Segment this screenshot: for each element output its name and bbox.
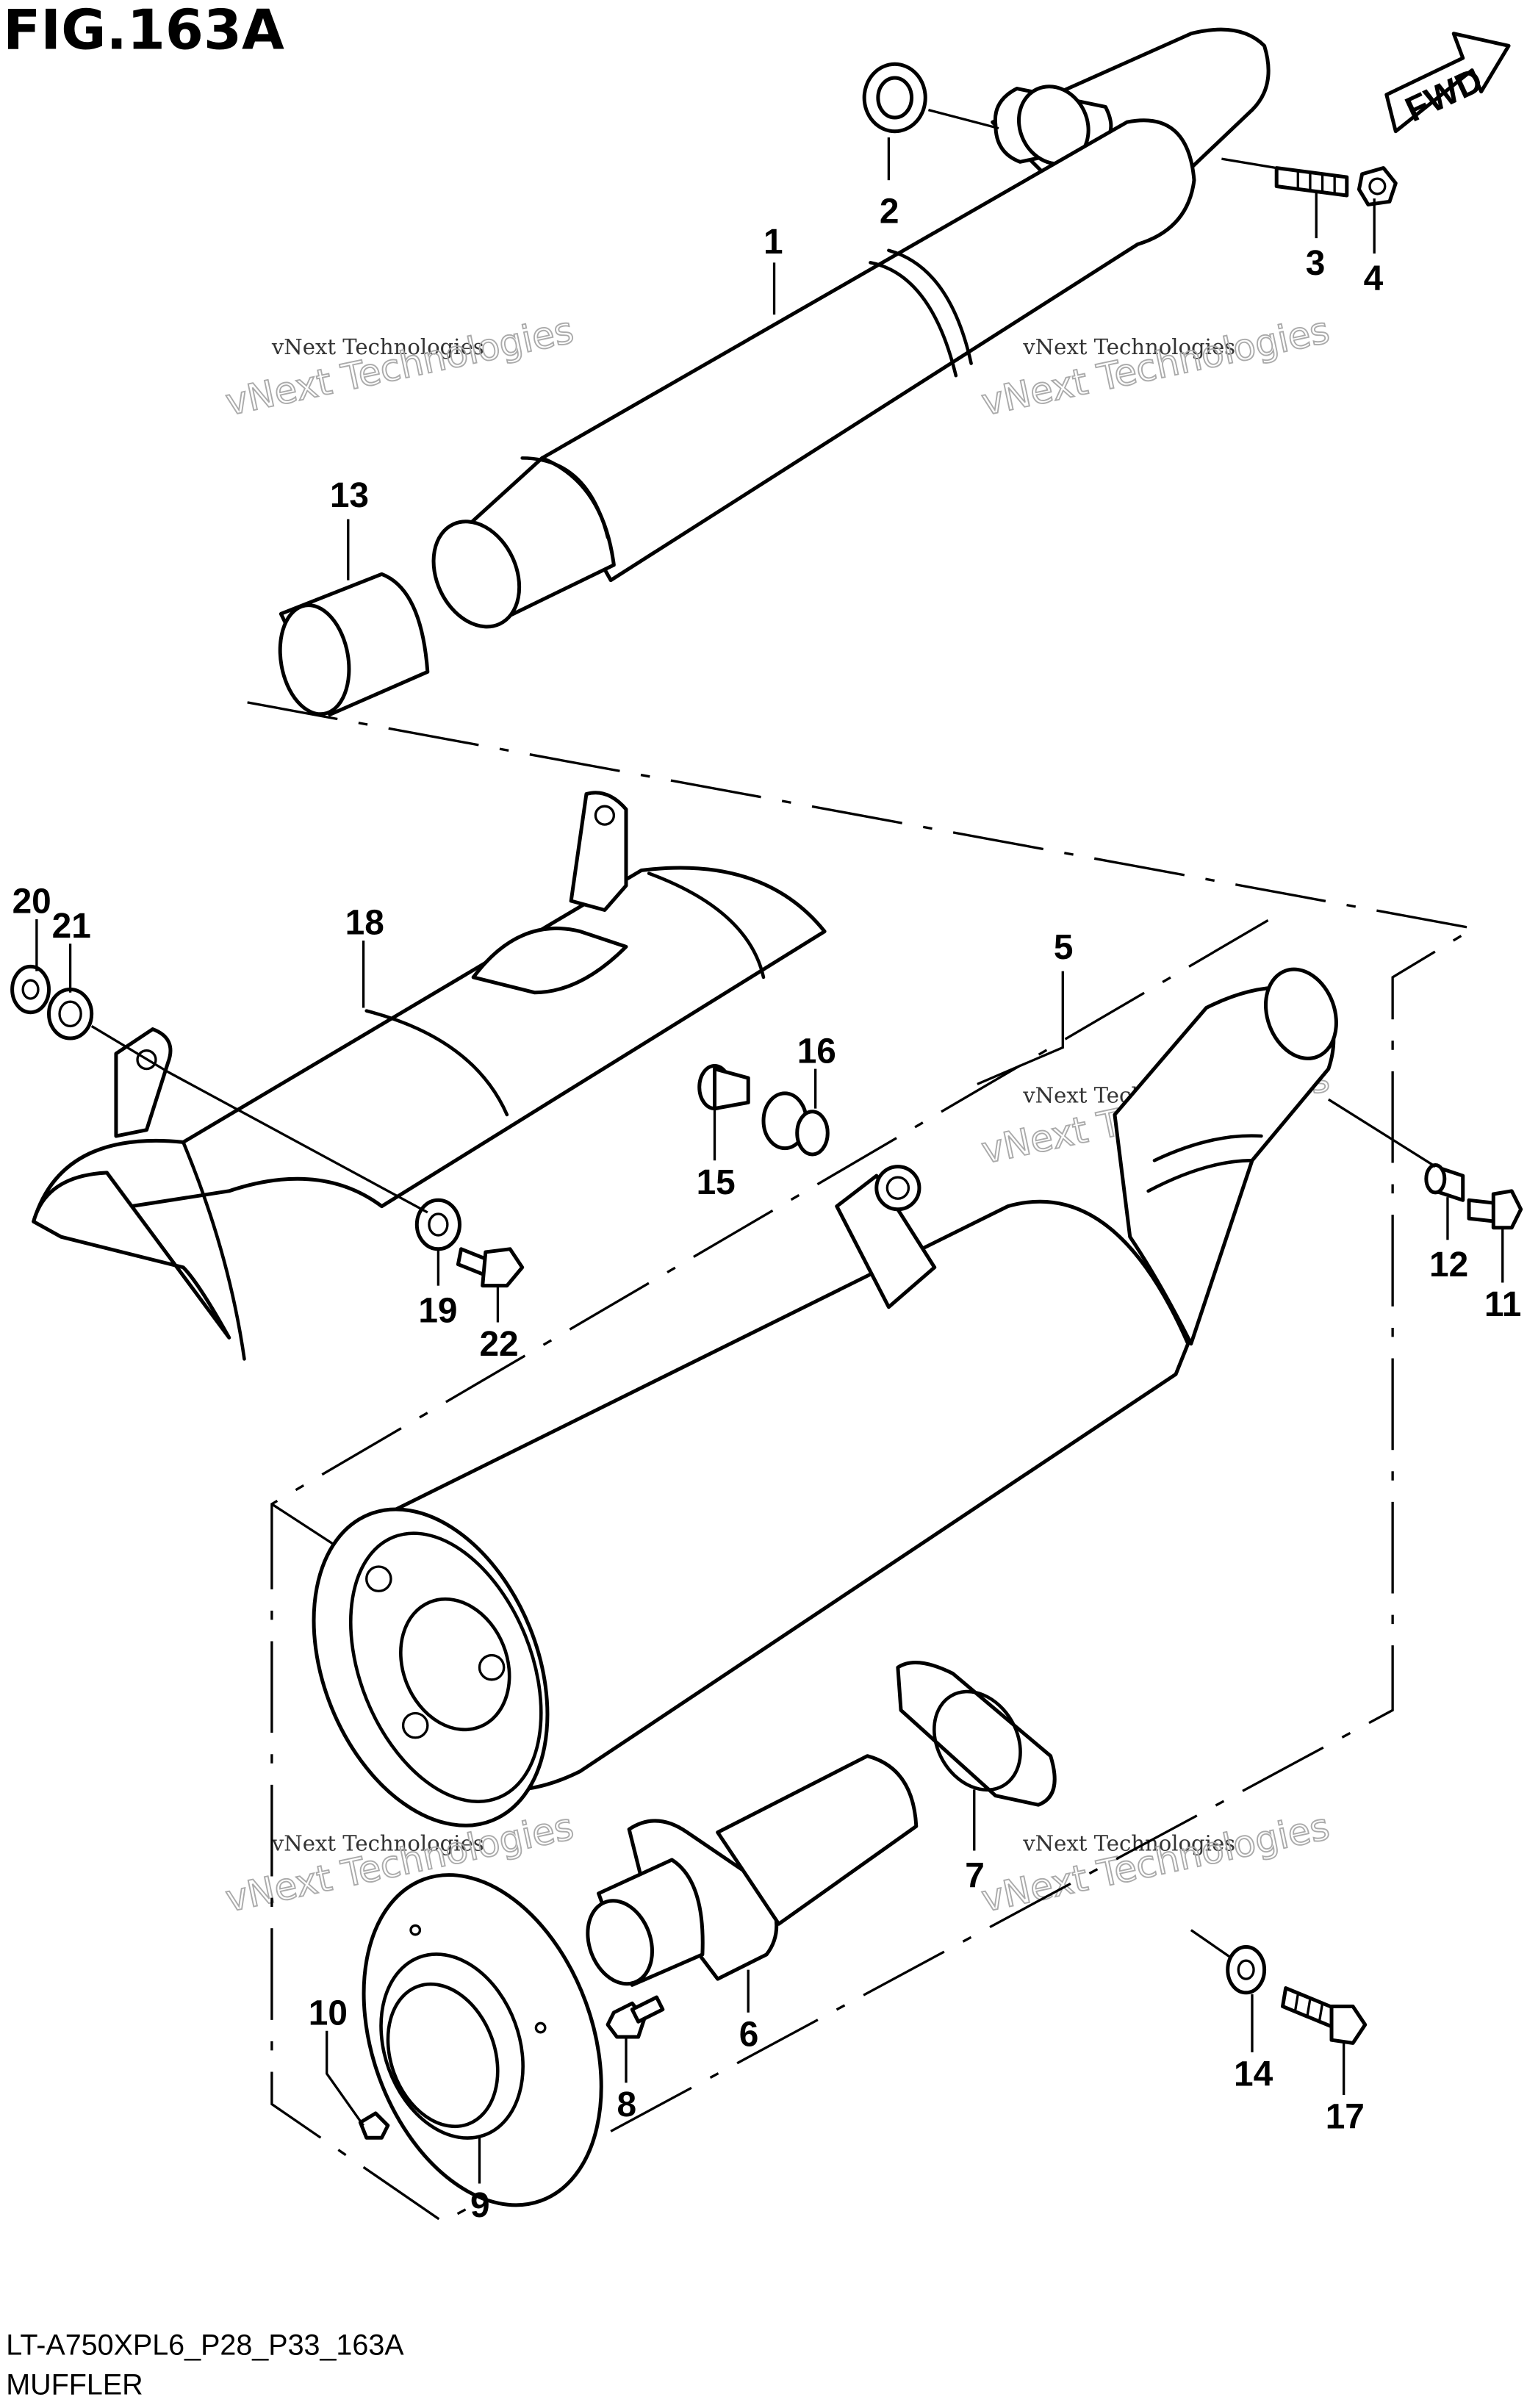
muffler-body-part xyxy=(312,967,1338,1827)
figure-name: MUFFLER xyxy=(6,2368,143,2401)
callout-16: 16 xyxy=(797,1032,836,1071)
callout-18: 18 xyxy=(345,904,384,943)
collar-icon xyxy=(697,1063,750,1111)
grommet-icon xyxy=(47,988,94,1041)
callout-7: 7 xyxy=(965,1856,985,1895)
collar-icon xyxy=(1424,1163,1465,1202)
watermark-text: vNext Technologies xyxy=(271,1831,484,1856)
stud-bolt-icon xyxy=(1274,166,1349,198)
callout-8: 8 xyxy=(617,2085,637,2124)
washer-icon xyxy=(1226,1944,1267,1995)
callout-6: 6 xyxy=(739,2016,759,2055)
callout-14: 14 xyxy=(1234,2055,1273,2094)
bolt-icon xyxy=(1467,1189,1523,1230)
callout-4: 4 xyxy=(1364,259,1384,298)
callout-19: 19 xyxy=(418,1292,457,1331)
bolt-icon xyxy=(456,1247,525,1288)
leader-lines xyxy=(35,109,1504,2184)
callout-22: 22 xyxy=(479,1325,518,1364)
screw-icon xyxy=(358,2111,390,2140)
exhaust-pipe-part xyxy=(431,27,1271,629)
nut-icon xyxy=(1357,166,1398,206)
callout-labels: 1 2 3 4 5 6 7 8 9 10 11 12 13 14 15 16 1… xyxy=(12,192,1522,2225)
spark-arrester-part xyxy=(586,1754,919,1987)
gasket-plate-icon xyxy=(896,1661,1057,1807)
callout-13: 13 xyxy=(330,476,369,515)
callout-9: 9 xyxy=(470,2186,490,2225)
watermark-text: vNext Technologies xyxy=(978,309,1333,424)
watermark-text: vNext Technologies xyxy=(271,334,484,359)
bolt-icon xyxy=(606,1995,665,2039)
bolt-icon xyxy=(1281,1986,1368,2045)
watermark-text: vNext Technologies xyxy=(978,1805,1333,1920)
figure-code: LT-A750XPL6_P28_P33_163A xyxy=(6,2329,404,2361)
sleeve-icon xyxy=(278,572,430,716)
watermark-text: vNext Technologies xyxy=(1022,334,1235,359)
figure-title: FIG.163A xyxy=(3,0,284,62)
callout-10: 10 xyxy=(309,1994,348,2033)
callout-12: 12 xyxy=(1429,1246,1468,1284)
heat-protector-part xyxy=(32,791,827,1361)
fwd-arrow-icon: FWD xyxy=(1384,32,1511,134)
callout-20: 20 xyxy=(12,883,51,921)
gasket-icon xyxy=(862,62,927,134)
end-cap-part xyxy=(362,1873,603,2207)
callout-15: 15 xyxy=(697,1163,736,1202)
cushion-icon xyxy=(761,1091,830,1157)
watermark-text: vNext Technologies xyxy=(222,309,577,424)
washer-icon xyxy=(10,964,51,1015)
callout-17: 17 xyxy=(1326,2098,1365,2137)
washer-icon xyxy=(414,1198,461,1251)
callout-2: 2 xyxy=(880,192,899,231)
callout-11: 11 xyxy=(1484,1285,1522,1324)
callout-1: 1 xyxy=(764,223,783,262)
callout-3: 3 xyxy=(1306,244,1326,283)
callout-21: 21 xyxy=(52,907,91,946)
callout-5: 5 xyxy=(1054,928,1074,967)
